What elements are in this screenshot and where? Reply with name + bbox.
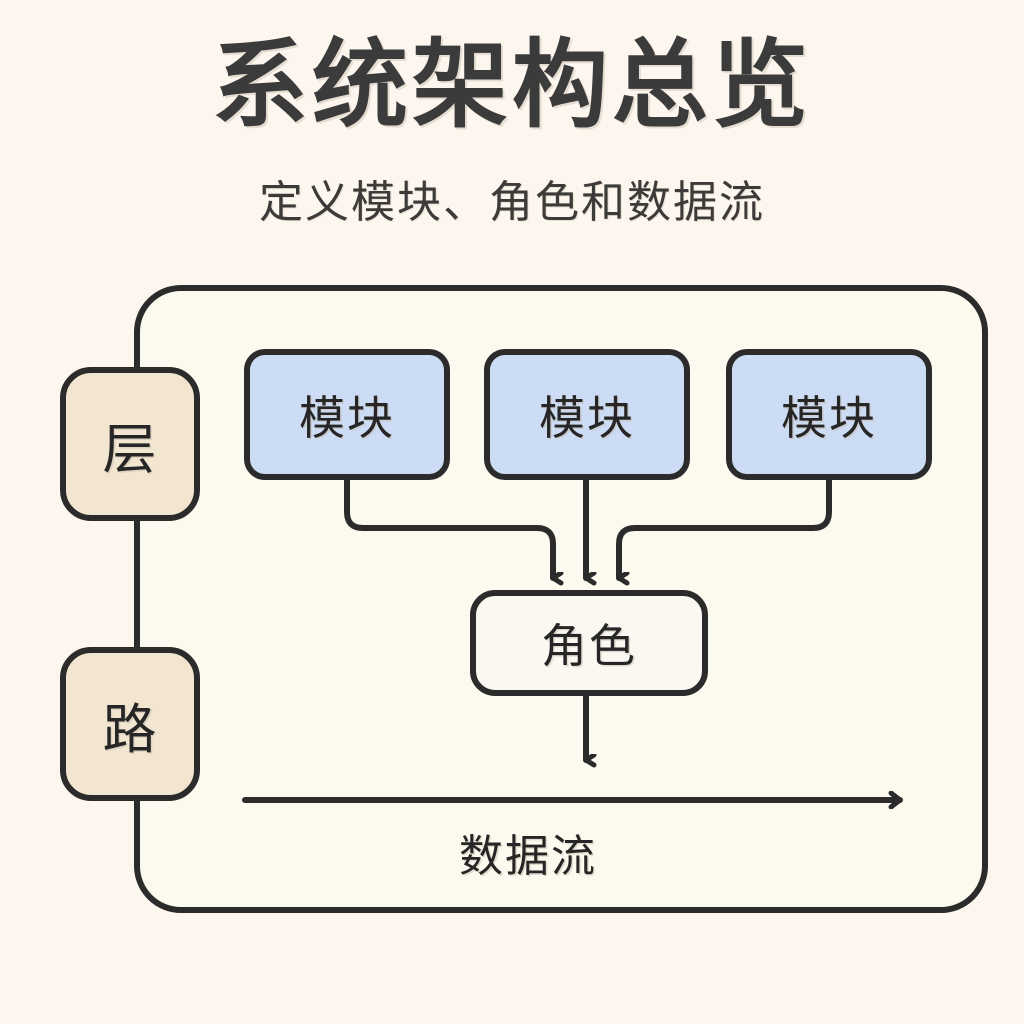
connector-module1-to-role bbox=[344, 474, 553, 578]
side-label-path-box[interactable] bbox=[60, 647, 200, 801]
page-title: 系统架构总览 bbox=[212, 32, 812, 139]
role-box[interactable] bbox=[470, 590, 708, 696]
module-box-2[interactable] bbox=[484, 349, 690, 480]
connector-module3-to-role bbox=[616, 474, 832, 578]
page-subtitle: 定义模块、角色和数据流 bbox=[259, 178, 765, 227]
side-label-layer-box[interactable] bbox=[60, 367, 200, 521]
module-box-3[interactable] bbox=[726, 349, 932, 480]
module-box-1[interactable] bbox=[244, 349, 450, 480]
